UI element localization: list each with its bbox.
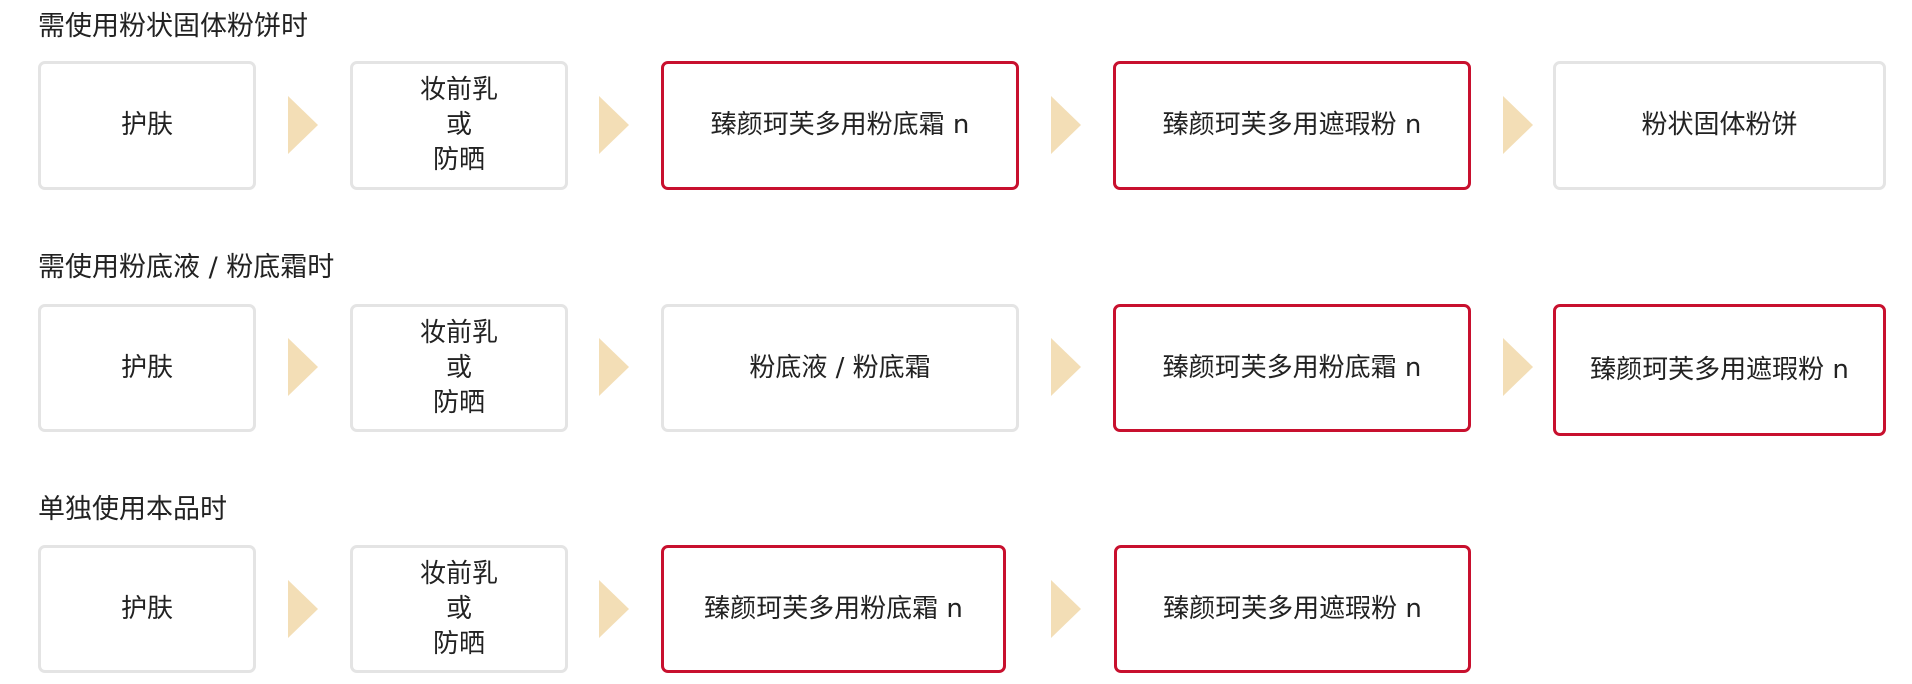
step-pressed-powder: 粉状固体粉饼 bbox=[1553, 61, 1886, 190]
arrow-icon bbox=[288, 96, 318, 154]
row-title: 需使用粉状固体粉饼时 bbox=[38, 11, 308, 42]
row-title: 单独使用本品时 bbox=[38, 494, 227, 525]
arrow-icon bbox=[1051, 338, 1081, 396]
step-concealer-powder: 臻颜珂芙多用遮瑕粉 n bbox=[1113, 61, 1471, 190]
arrow-icon bbox=[288, 580, 318, 638]
step-concealer-powder: 臻颜珂芙多用遮瑕粉 n bbox=[1553, 304, 1886, 436]
step-primer: 妆前乳 或 防晒 bbox=[350, 304, 568, 432]
arrow-icon bbox=[1051, 580, 1081, 638]
arrow-icon bbox=[599, 96, 629, 154]
step-foundation-cream: 臻颜珂芙多用粉底霜 n bbox=[661, 545, 1006, 673]
row-title: 需使用粉底液 / 粉底霜时 bbox=[38, 252, 335, 283]
step-foundation-cream: 臻颜珂芙多用粉底霜 n bbox=[1113, 304, 1471, 432]
arrow-icon bbox=[1051, 96, 1081, 154]
step-skincare: 护肤 bbox=[38, 61, 256, 190]
arrow-icon bbox=[1503, 338, 1533, 396]
step-skincare: 护肤 bbox=[38, 304, 256, 432]
step-primer: 妆前乳 或 防晒 bbox=[350, 61, 568, 190]
step-skincare: 护肤 bbox=[38, 545, 256, 673]
arrow-icon bbox=[1503, 96, 1533, 154]
arrow-icon bbox=[288, 338, 318, 396]
step-concealer-powder: 臻颜珂芙多用遮瑕粉 n bbox=[1114, 545, 1471, 673]
arrow-icon bbox=[599, 580, 629, 638]
arrow-icon bbox=[599, 338, 629, 396]
step-foundation-cream: 臻颜珂芙多用粉底霜 n bbox=[661, 61, 1019, 190]
step-primer: 妆前乳 或 防晒 bbox=[350, 545, 568, 673]
step-liquid-foundation: 粉底液 / 粉底霜 bbox=[661, 304, 1019, 432]
